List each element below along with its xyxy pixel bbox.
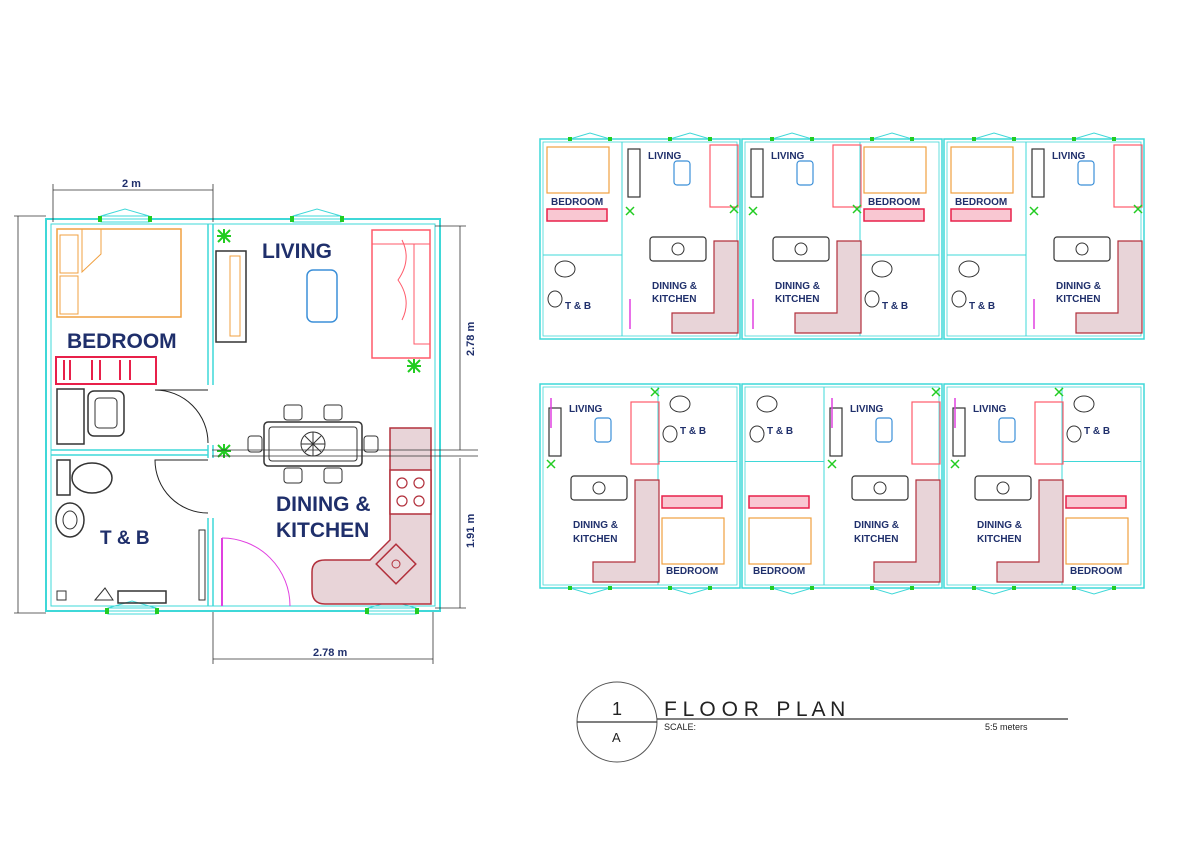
mini-unit-3: LIVING BEDROOM DINING & KITCHEN T & B [943, 132, 1145, 340]
tb-label: T & B [100, 528, 150, 549]
mini-bedroom-label: BEDROOM [551, 197, 603, 208]
mini-dining-label-line1: DINING & [1056, 281, 1101, 292]
mini-tb-label: T & B [969, 301, 995, 312]
mini-unit-5: LIVING BEDROOM DINING & KITCHEN T & B [741, 383, 943, 595]
dining-kitchen-label-line1: DINING & [276, 493, 371, 516]
dining-kitchen-label-line2: KITCHEN [276, 519, 369, 542]
mini-unit-row-plans: LIVING BEDROOM DINING & KITCHEN T & B LIVING B… [539, 132, 1145, 595]
mini-living-label: LIVING [1052, 151, 1086, 162]
title-number: 1 [612, 699, 622, 719]
bedroom-label: BEDROOM [67, 330, 177, 353]
mini-dining-label-line2: KITCHEN [977, 534, 1021, 545]
mini-unit-6: LIVING BEDROOM DINING & KITCHEN T & B [943, 383, 1145, 595]
mini-unit-1: LIVING BEDROOM DINING & KITCHEN T & B [539, 132, 741, 340]
mini-bedroom-label: BEDROOM [666, 566, 718, 577]
mini-tb-label: T & B [565, 301, 591, 312]
mini-unit-4: LIVING BEDROOM DINING & KITCHEN T & B [539, 383, 741, 595]
mini-dining-label-line1: DINING & [775, 281, 820, 292]
mini-dining-label-line1: DINING & [573, 520, 618, 531]
mini-tb-label: T & B [882, 301, 908, 312]
mini-unit-2: LIVING BEDROOM DINING & KITCHEN T & B [741, 132, 943, 340]
mini-tb-label: T & B [680, 426, 706, 437]
mini-tb-label: T & B [767, 426, 793, 437]
dimension-right-upper: 2.78 m [465, 322, 477, 356]
mini-bedroom-label: BEDROOM [753, 566, 805, 577]
mini-dining-label-line1: DINING & [652, 281, 697, 292]
mini-dining-label-line2: KITCHEN [573, 534, 617, 545]
mini-living-label: LIVING [648, 151, 682, 162]
main-floor-plan: LIVING BEDROOM DINING & KITCHEN T & B 2 … [14, 178, 478, 664]
title-block: 1 A F L O O R P L A N SCALE: 5:5 meters [576, 681, 1068, 763]
mini-dining-label-line2: KITCHEN [652, 294, 696, 305]
drawing-title: F L O O R P L A N [664, 698, 845, 721]
scale-value: 5:5 meters [985, 722, 1028, 732]
mini-bedroom-label: BEDROOM [868, 197, 920, 208]
title-letter: A [612, 730, 621, 745]
mini-living-label: LIVING [771, 151, 805, 162]
mini-bedroom-label: BEDROOM [955, 197, 1007, 208]
mini-living-label: LIVING [850, 404, 884, 415]
mini-tb-label: T & B [1084, 426, 1110, 437]
mini-dining-label-line1: DINING & [977, 520, 1022, 531]
mini-dining-label-line2: KITCHEN [854, 534, 898, 545]
mini-living-label: LIVING [569, 404, 603, 415]
living-label: LIVING [262, 240, 332, 263]
dimension-right-lower: 1.91 m [465, 514, 477, 548]
mini-bedroom-label: BEDROOM [1070, 566, 1122, 577]
mini-living-label: LIVING [973, 404, 1007, 415]
scale-label: SCALE: [664, 722, 696, 732]
mini-dining-label-line2: KITCHEN [1056, 294, 1100, 305]
dimension-bottom: 2.78 m [313, 647, 347, 659]
mini-dining-label-line2: KITCHEN [775, 294, 819, 305]
mini-dining-label-line1: DINING & [854, 520, 899, 531]
dimension-top: 2 m [122, 178, 141, 190]
